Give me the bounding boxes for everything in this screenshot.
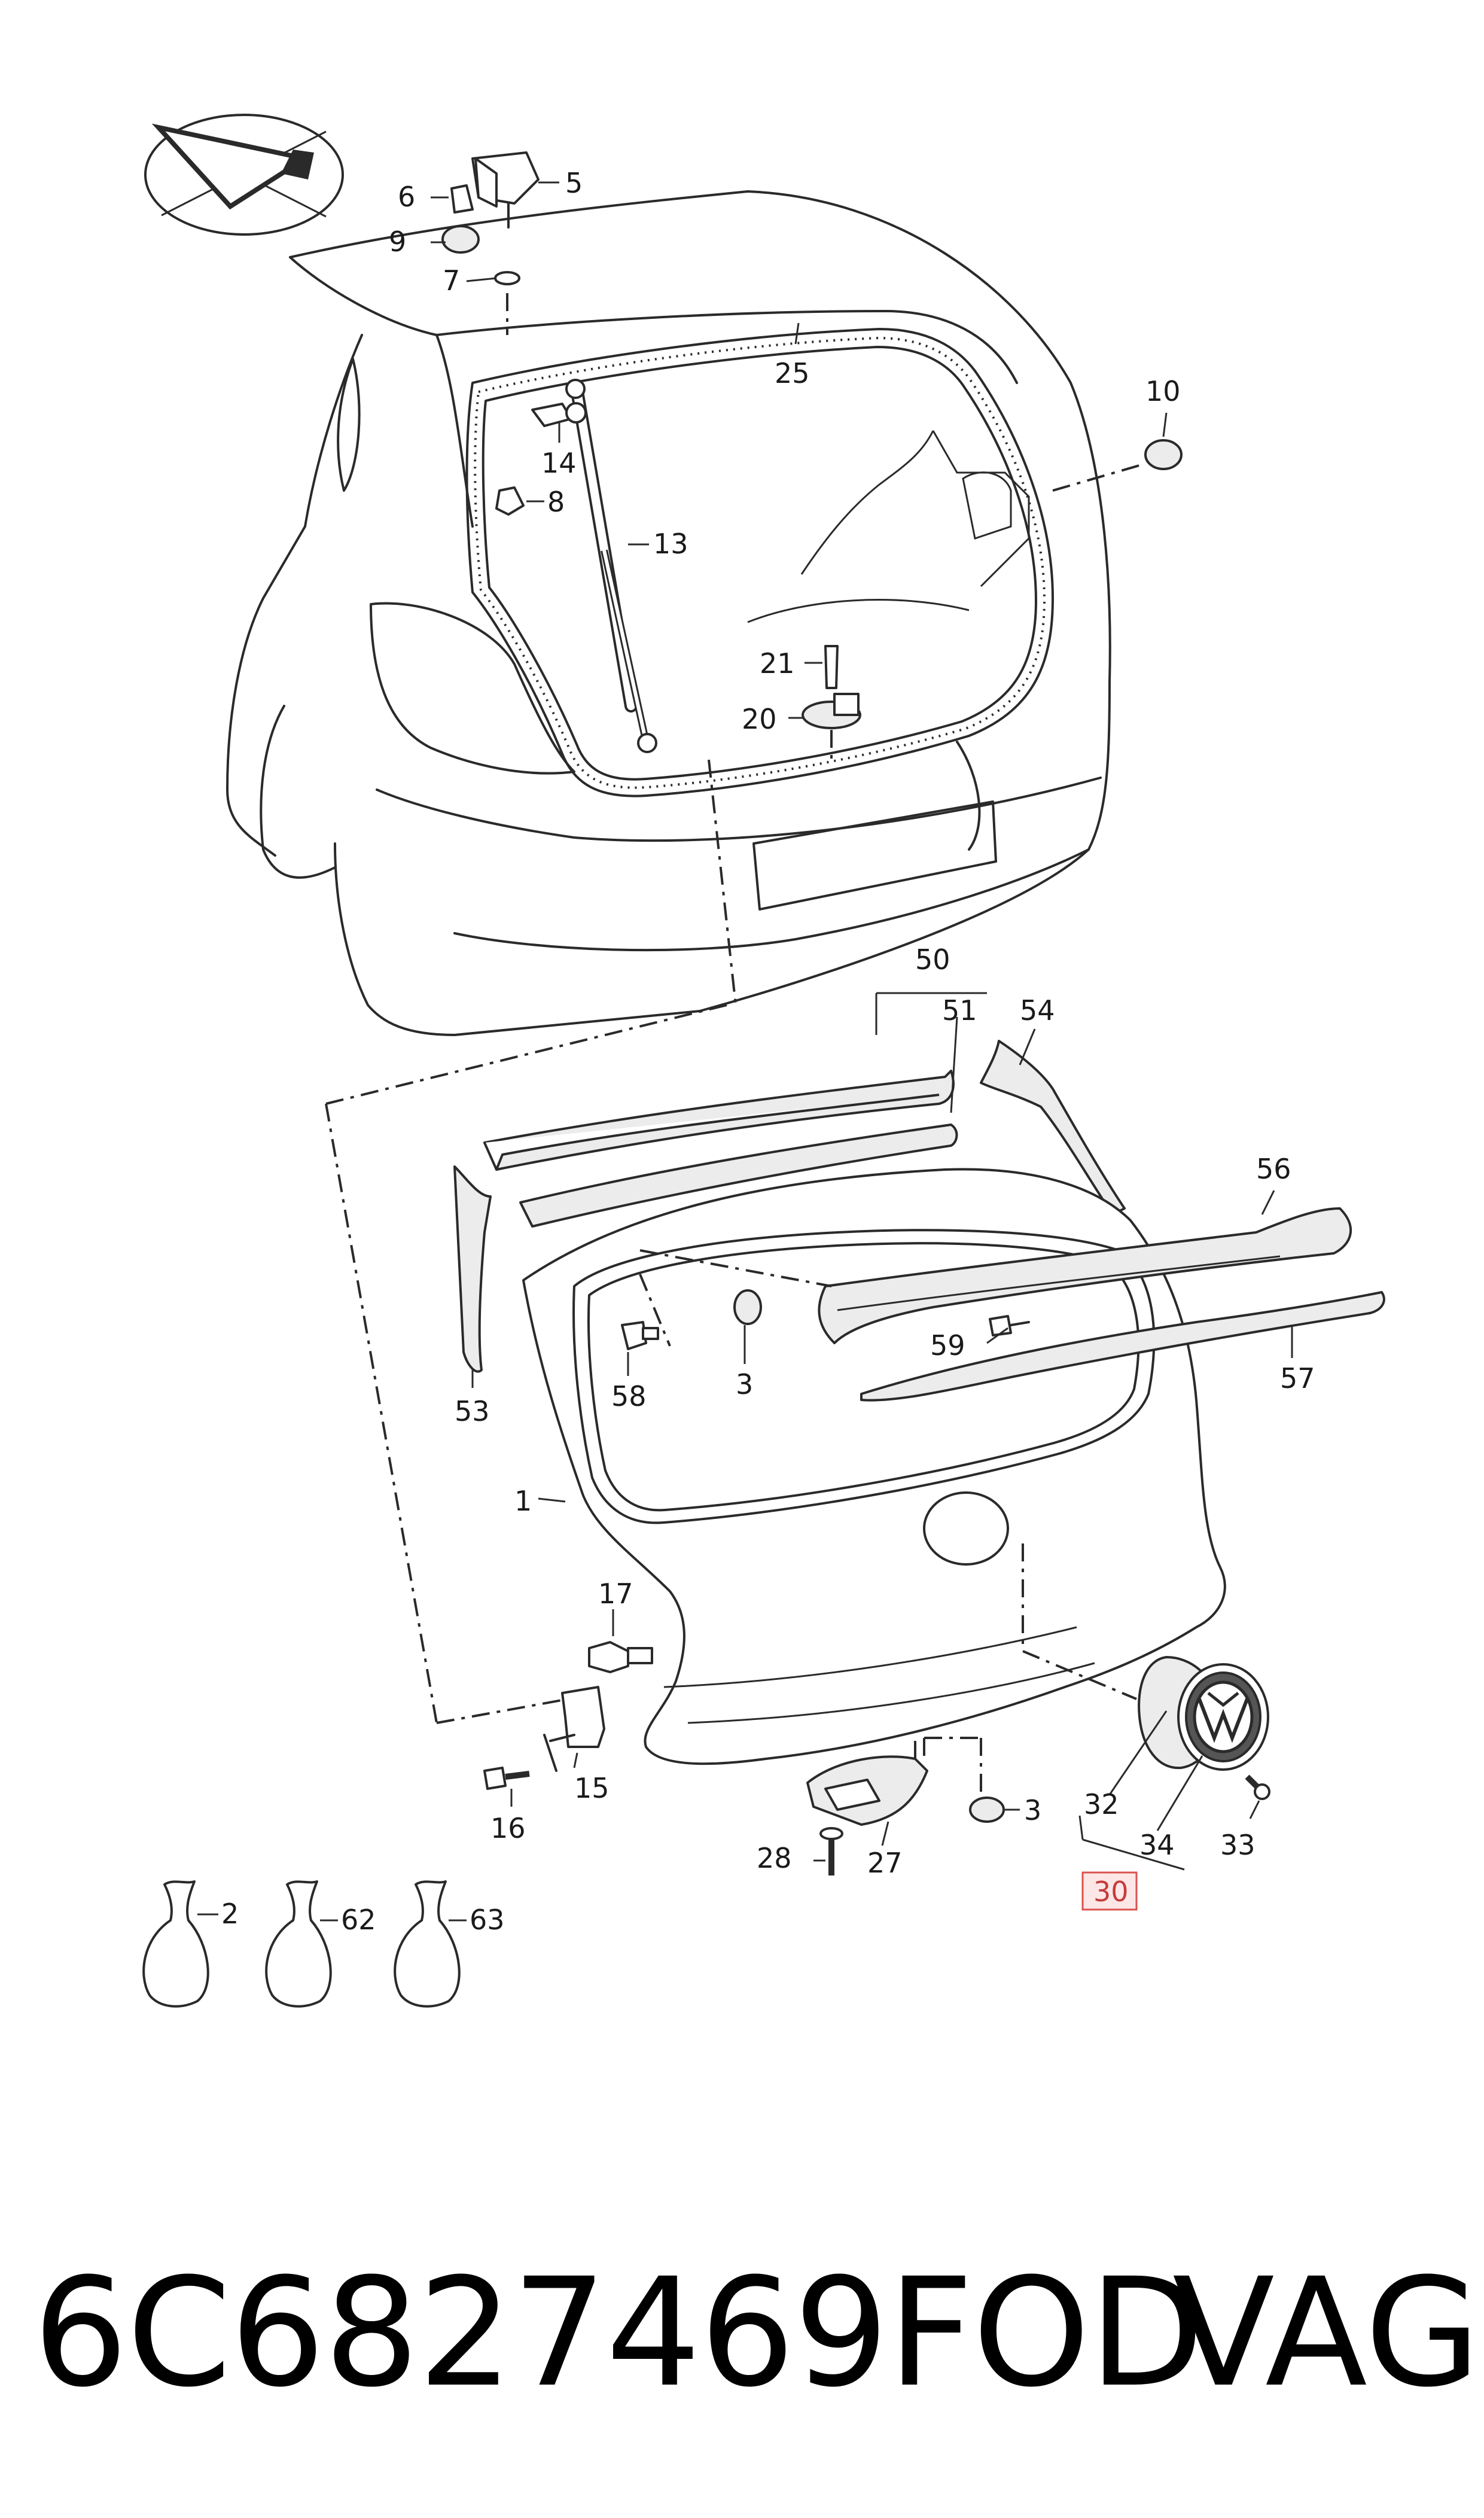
side-trim-53 <box>453 1165 492 1373</box>
callout-27: 27 <box>867 1847 903 1879</box>
callout-56: 56 <box>1256 1153 1291 1185</box>
callout-53: 53 <box>455 1395 490 1427</box>
callout-15: 15 <box>574 1772 610 1804</box>
spoiler-trim-50-51 <box>483 1070 958 1228</box>
callout-50: 50 <box>915 943 950 976</box>
side-trim-54 <box>980 1040 1126 1216</box>
callout-30: 30 <box>1093 1875 1129 1908</box>
part-number: 6C6827469FOD <box>33 2246 1204 2420</box>
callout-1: 1 <box>514 1485 532 1517</box>
part-info-footer: 6C6827469FOD VAG <box>0 2208 1484 2459</box>
callout-16: 16 <box>490 1812 526 1844</box>
roof-spoiler-56 <box>818 1207 1352 1344</box>
callout-labels: 6 5 9 7 25 10 14 8 13 21 20 50 51 54 56 … <box>221 167 1315 1936</box>
callout-32: 32 <box>1084 1788 1119 1820</box>
leader-lines <box>197 181 1293 1922</box>
tailgate-seal <box>465 328 1054 797</box>
callout-13: 13 <box>653 528 688 560</box>
callout-57: 57 <box>1280 1362 1315 1395</box>
callout-14: 14 <box>541 447 577 479</box>
callout-7: 7 <box>443 264 460 297</box>
callout-3-upper: 3 <box>736 1368 753 1400</box>
callout-59: 59 <box>930 1329 965 1362</box>
callout-51: 51 <box>942 994 977 1027</box>
grease-packets <box>142 1880 461 2008</box>
callout-54: 54 <box>1020 994 1055 1027</box>
callout-5: 5 <box>565 167 583 199</box>
callout-8: 8 <box>547 486 565 518</box>
rear-emblem-handle <box>1022 1543 1270 1800</box>
hinge-bracket <box>483 1641 653 1790</box>
orientation-arrow-icon <box>144 114 344 236</box>
callout-25: 25 <box>775 357 810 389</box>
brand-name: VAG <box>1172 2246 1481 2420</box>
callout-6: 6 <box>398 181 415 213</box>
assembly-link-lines <box>325 759 737 1724</box>
callout-17: 17 <box>598 1578 633 1610</box>
lower-trim-57 <box>860 1291 1385 1402</box>
callout-10: 10 <box>1145 375 1181 407</box>
tailgate-panel <box>522 1168 1226 1765</box>
latch-assembly <box>806 1738 928 1875</box>
callout-58: 58 <box>611 1380 647 1412</box>
gas-strut <box>565 379 657 753</box>
callout-9: 9 <box>389 226 406 258</box>
hinge-parts <box>441 151 1183 760</box>
exploded-parts-diagram: 6 5 9 7 25 10 14 8 13 21 20 50 51 54 56 … <box>142 114 1385 2008</box>
callout-34: 34 <box>1139 1829 1175 1861</box>
callout-33: 33 <box>1220 1829 1256 1861</box>
callout-21: 21 <box>760 647 795 680</box>
callout-3-lower: 3 <box>1024 1794 1041 1826</box>
callout-28: 28 <box>757 1842 792 1874</box>
callout-63: 63 <box>470 1904 505 1936</box>
car-body-outline <box>226 190 1111 1036</box>
callout-20: 20 <box>742 703 777 735</box>
callout-62: 62 <box>341 1904 376 1936</box>
callout-2: 2 <box>221 1898 239 1930</box>
highlight-box <box>1081 1871 1138 1911</box>
